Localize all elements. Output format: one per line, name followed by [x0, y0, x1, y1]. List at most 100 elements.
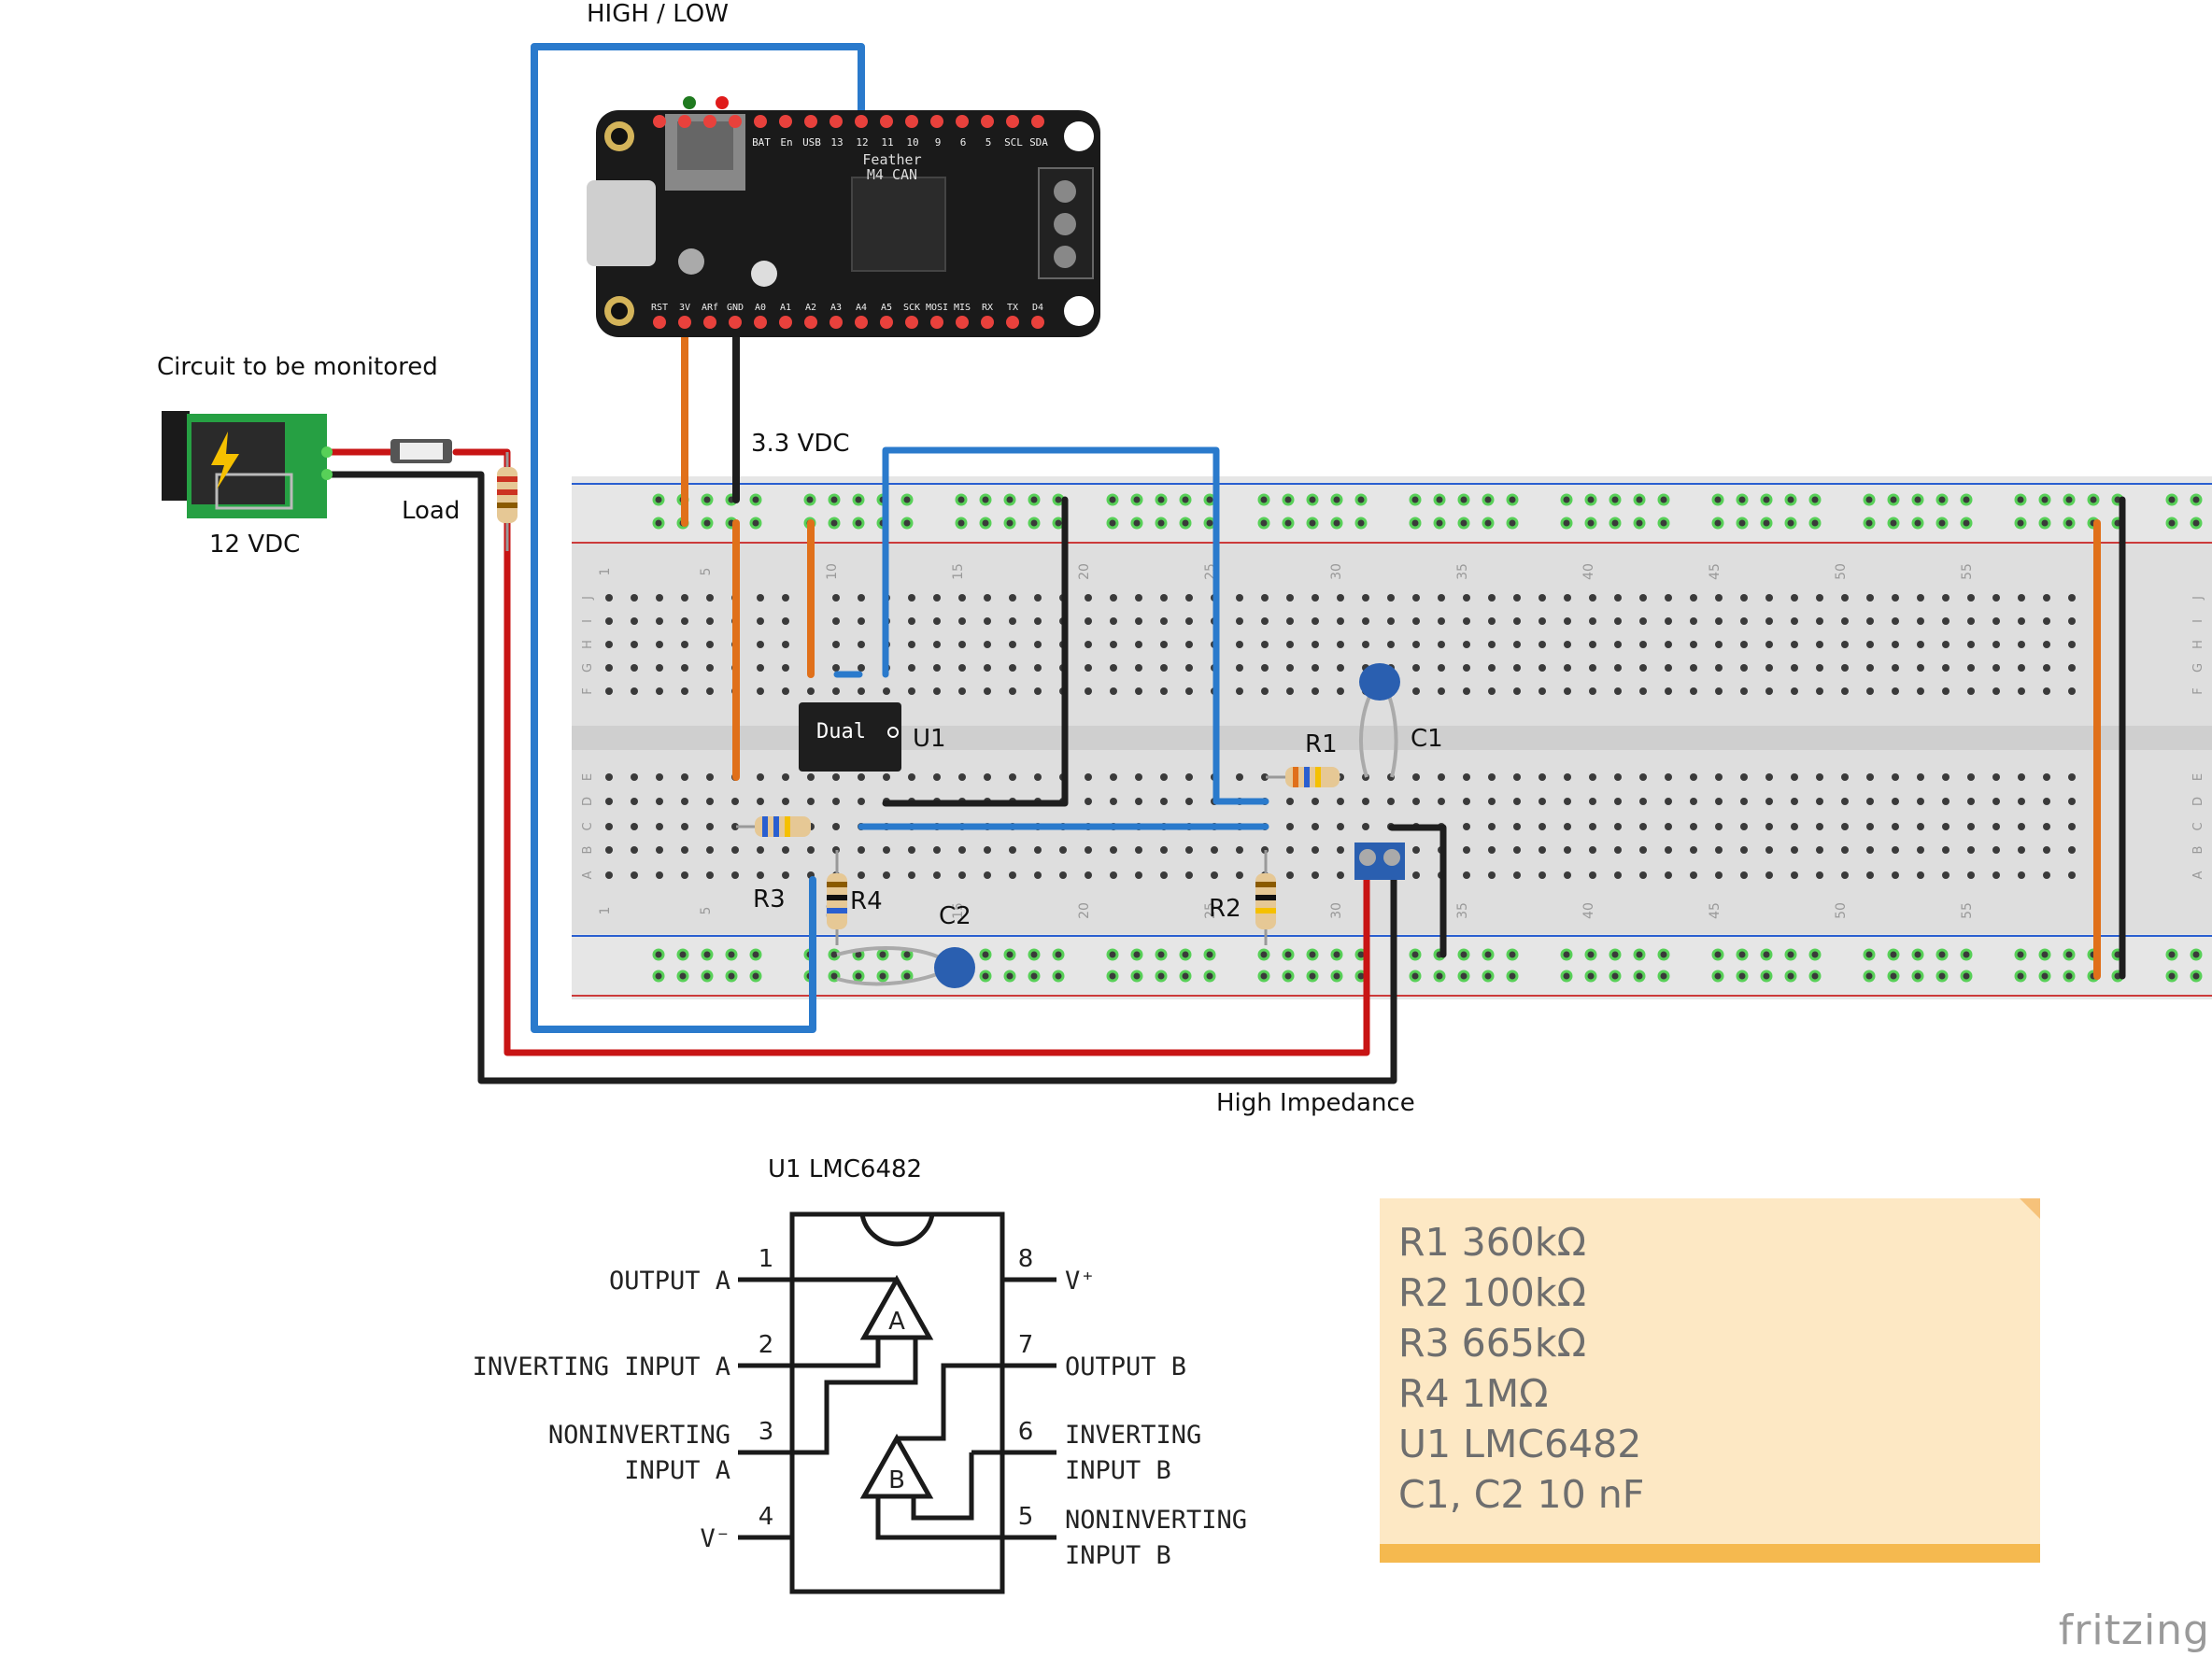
breadboard-hole [757, 687, 764, 695]
breadboard-hole [1740, 641, 1748, 648]
feather-pad [653, 316, 666, 329]
breadboard-hole [1866, 846, 1874, 854]
breadboard-hole [731, 846, 739, 854]
rail-hole [1760, 948, 1773, 961]
breadboard-hole [1715, 871, 1723, 879]
breadboard-row-letter: A [581, 871, 595, 879]
rail-hole [1306, 517, 1319, 530]
breadboard-hole [1816, 871, 1823, 879]
rail-hole [1736, 517, 1749, 530]
rail-hole [1887, 970, 1900, 983]
breadboard-hole [1816, 823, 1823, 830]
breadboard-hole [1034, 687, 1042, 695]
rail-hole [1003, 493, 1016, 506]
breadboard-hole [1917, 846, 1924, 854]
breadboard-hole [1513, 617, 1521, 625]
breadboard-hole [1967, 846, 1975, 854]
rail-hole [1482, 493, 1495, 506]
breadboard-hole [1715, 823, 1723, 830]
rail-hole [1306, 970, 1319, 983]
breadboard-hole [757, 641, 764, 648]
breadboard-hole [1639, 798, 1647, 805]
breadboard-hole [984, 846, 991, 854]
breadboard-hole [656, 594, 663, 602]
breadboard-hole [1009, 871, 1016, 879]
breadboard-hole [757, 871, 764, 879]
breadboard-hole [1412, 773, 1420, 781]
rail-hole [828, 970, 841, 983]
rail-hole [1130, 970, 1143, 983]
breadboard-hole [2068, 617, 2076, 625]
rail-hole [1257, 493, 1270, 506]
feather-model: M4 CAN [867, 166, 917, 183]
breadboard-hole [1438, 617, 1445, 625]
rail-hole [1155, 970, 1168, 983]
breadboard-hole [1034, 846, 1042, 854]
breadboard-hole [933, 773, 941, 781]
breadboard-hole [1639, 641, 1647, 648]
breadboard-hole [1992, 641, 2000, 648]
breadboard-hole [1665, 664, 1672, 672]
breadboard-hole [782, 664, 789, 672]
breadboard-hole [1110, 594, 1117, 602]
rail-hole [1760, 517, 1773, 530]
breadboard-hole [706, 773, 714, 781]
rail-hole [1911, 493, 1924, 506]
breadboard-hole [1236, 871, 1243, 879]
breadboard-hole [858, 798, 865, 805]
breadboard-hole [1135, 773, 1142, 781]
pin-label: INPUT B [1065, 1541, 1171, 1570]
breadboard-hole [1841, 687, 1849, 695]
rail-hole [1560, 970, 1573, 983]
rail-hole [2063, 970, 2076, 983]
breadboard-hole [984, 664, 991, 672]
rail-hole [1736, 493, 1749, 506]
breadboard-hole [1967, 687, 1975, 695]
breadboard-hole [1614, 871, 1622, 879]
breadboard-hole [1690, 617, 1697, 625]
rail-hole [1911, 970, 1924, 983]
rail-hole [1936, 517, 1949, 530]
breadboard-hole [757, 846, 764, 854]
pin-label: NONINVERTING [1065, 1506, 1247, 1535]
rail-hole [1936, 970, 1949, 983]
rail-hole [852, 517, 865, 530]
breadboard-hole [1312, 641, 1319, 648]
rail-hole [828, 493, 841, 506]
breadboard-hole [1992, 664, 2000, 672]
breadboard-hole [1564, 687, 1571, 695]
pin-number: 4 [759, 1503, 774, 1531]
rail-hole [828, 517, 841, 530]
breadboard-hole [1791, 594, 1798, 602]
breadboard-hole [681, 871, 688, 879]
label-high-low: HIGH / LOW [587, 0, 729, 28]
breadboard-hole [1967, 594, 1975, 602]
rail-hole [803, 493, 816, 506]
breadboard-hole [1866, 798, 1874, 805]
breadboard-hole [858, 846, 865, 854]
breadboard-hole [1538, 823, 1546, 830]
rail-hole [1506, 493, 1519, 506]
breadboard-hole [1110, 617, 1117, 625]
rail-hole [1633, 948, 1646, 961]
breadboard-hole [1538, 664, 1546, 672]
u1-ic-chip: Dual [799, 702, 901, 772]
breadboard-hole [706, 871, 714, 879]
feather-bottom-pin-label: RST [651, 303, 668, 313]
breadboard-hole [883, 871, 890, 879]
rail-hole [1028, 517, 1041, 530]
breadboard-hole [1564, 641, 1571, 648]
breadboard-hole [832, 823, 840, 830]
breadboard-hole [1286, 617, 1294, 625]
breadboard-hole [2043, 798, 2050, 805]
breadboard-hole [1740, 846, 1748, 854]
wire-supply-red [323, 448, 1370, 1056]
pin-label: NONINVERTING [548, 1421, 730, 1450]
breadboard-hole [1236, 773, 1243, 781]
rail-hole [1584, 970, 1597, 983]
breadboard-hole [832, 798, 840, 805]
breadboard-hole [858, 594, 865, 602]
breadboard-hole [1337, 594, 1344, 602]
breadboard-hole [706, 687, 714, 695]
breadboard-hole [1791, 687, 1798, 695]
